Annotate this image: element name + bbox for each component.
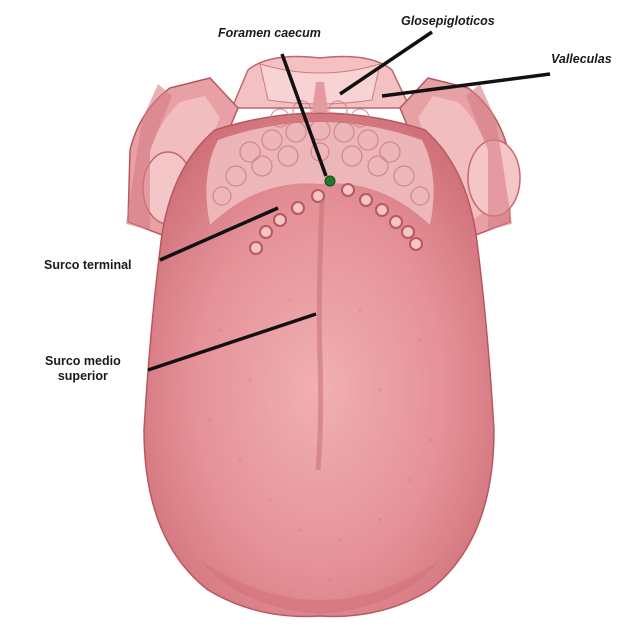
label-glosepigloticos: Glosepigloticos — [401, 14, 495, 29]
label-surco-medio-line2: superior — [45, 369, 121, 384]
label-foramen-caecum: Foramen caecum — [218, 26, 321, 41]
foramen-caecum-dot — [325, 176, 335, 186]
label-surco-medio-line1: Surco medio — [45, 354, 121, 369]
label-surco-medio-superior: Surco medio superior — [45, 354, 121, 384]
median-sulcus — [318, 200, 322, 470]
label-surco-terminal: Surco terminal — [44, 258, 132, 273]
label-valleculas: Valleculas — [551, 52, 612, 67]
